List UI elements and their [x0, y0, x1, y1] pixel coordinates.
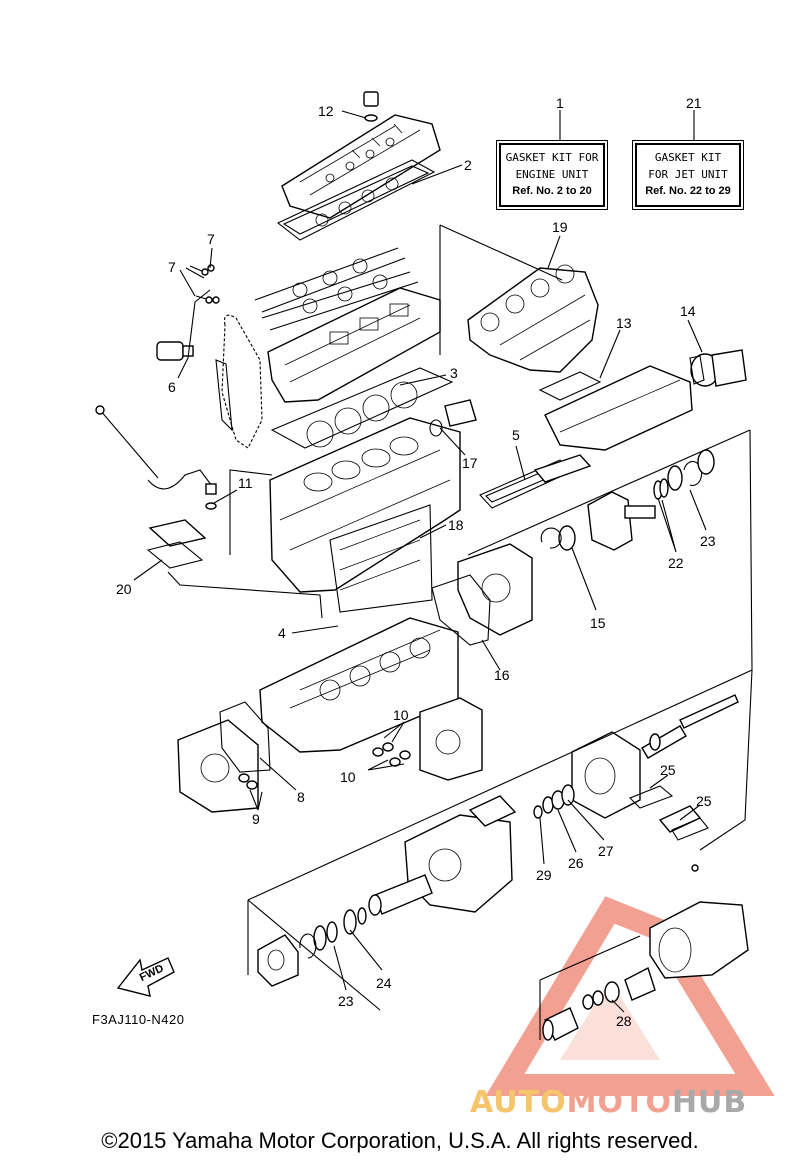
bearing-housing [571, 731, 641, 819]
callout-26: 26 [568, 855, 584, 871]
callout-24: 24 [376, 975, 392, 991]
kit-line: FOR JET UNIT [648, 168, 728, 181]
callout-10-top: 10 [393, 707, 409, 723]
copyright-notice: ©2015 Yamaha Motor Corporation, U.S.A. A… [101, 1128, 699, 1153]
output-housing [457, 543, 533, 636]
jet-unit-gasket-kit-box: GASKET KIT FOR JET UNIT Ref. No. 22 to 2… [632, 140, 744, 210]
kit-line: GASKET KIT [654, 151, 722, 164]
callout-14: 14 [680, 303, 696, 319]
valve-cover-gasket [276, 159, 436, 241]
engine-gasket-kit-box: GASKET KIT FOR ENGINE UNIT Ref. No. 2 to… [496, 140, 608, 210]
cam-chain-tensioner [156, 341, 194, 361]
callout-11: 11 [238, 475, 253, 491]
intake-duct [404, 795, 517, 913]
impeller-duct-tube [368, 874, 433, 916]
callout-20: 20 [116, 581, 132, 597]
generator-cover-gasket-8 [219, 701, 271, 773]
callout-4: 4 [278, 625, 286, 641]
callout-23-bottom: 23 [338, 993, 354, 1009]
callout-1: 1 [556, 95, 564, 111]
thermostat-17 [429, 399, 477, 437]
head-gasket [270, 367, 454, 449]
callout-6: 6 [168, 379, 176, 395]
callout-13: 13 [616, 315, 632, 331]
drive-shaft [641, 694, 739, 759]
callout-25-bottom: 25 [696, 793, 712, 809]
callout-25-top: 25 [660, 762, 676, 778]
kit-ref: Ref. No. 2 to 20 [512, 185, 592, 197]
timing-chain [215, 314, 263, 449]
callout-9: 9 [252, 811, 260, 827]
camshafts [254, 247, 419, 331]
fwd-arrow-icon: FWD [116, 957, 175, 997]
callout-27: 27 [598, 843, 614, 859]
callout-22: 22 [668, 555, 684, 571]
callout-28: 28 [616, 1013, 632, 1029]
callout-numbers: 12 2 3 4 5 6 7 7 8 9 10 10 11 19 13 14 1… [116, 95, 716, 1029]
impeller-sleeve [542, 1007, 579, 1041]
gasket-16 [431, 574, 491, 646]
water-jacket-gasket-5 [479, 454, 592, 509]
diagram-code: F3AJ110-N420 [92, 1012, 185, 1027]
leader-lines [133, 110, 707, 1013]
watermark-part: HUB [671, 1085, 748, 1120]
callout-8: 8 [297, 789, 305, 805]
callout-21: 21 [686, 95, 702, 111]
callout-2: 2 [464, 157, 472, 173]
oil-filler-cap [363, 91, 379, 122]
callout-18: 18 [448, 517, 464, 533]
callout-5: 5 [512, 427, 520, 443]
dipstick [95, 405, 159, 479]
callout-12: 12 [318, 103, 334, 119]
seals-26-27-29 [533, 784, 575, 819]
kit-ref: Ref. No. 22 to 29 [645, 185, 731, 197]
callout-23-top: 23 [700, 533, 716, 549]
exhaust-gasket-13 [538, 371, 602, 401]
watermark-part: AUTO [470, 1085, 567, 1120]
seals-28 [582, 966, 656, 1010]
kit-line: ENGINE UNIT [515, 168, 589, 181]
oil-tube [147, 469, 217, 510]
callout-19: 19 [552, 219, 568, 235]
callout-29: 29 [536, 867, 552, 883]
crankcase [259, 617, 459, 753]
o-rings-10 [372, 742, 411, 767]
seals-22-23 [653, 449, 715, 500]
cylinder-block [269, 417, 461, 593]
oil-pump-housing [419, 697, 483, 781]
watermark-part: MOTO [566, 1085, 672, 1120]
callout-10-bottom: 10 [340, 769, 356, 785]
kit-line: GASKET KIT FOR [505, 151, 599, 164]
group-lines [167, 224, 753, 1040]
callout-7-left: 7 [168, 259, 176, 275]
callout-3: 3 [450, 365, 458, 381]
exhaust-joint-14 [689, 349, 747, 387]
oil-seal-15 [540, 525, 576, 551]
end-housing [257, 934, 299, 987]
callout-17: 17 [462, 455, 478, 471]
callout-16: 16 [494, 667, 510, 683]
side-cover-gasket-18 [329, 504, 433, 613]
coupling-shaft [587, 491, 656, 551]
cylinder-head [267, 287, 441, 403]
callout-7-top: 7 [207, 231, 215, 247]
exhaust-pipe [544, 365, 693, 451]
bolts-7 [189, 264, 220, 304]
watermark-text: AUTOMOTOHUB [470, 1085, 747, 1120]
exhaust-manifold [467, 264, 599, 373]
generator-cover [177, 719, 259, 813]
callout-15: 15 [590, 615, 606, 631]
pump-housing [649, 901, 749, 979]
valve-cover [281, 114, 441, 219]
seals-23-24 [299, 907, 367, 959]
breather-plates-20 [146, 519, 207, 569]
o-rings-9 [238, 773, 258, 790]
